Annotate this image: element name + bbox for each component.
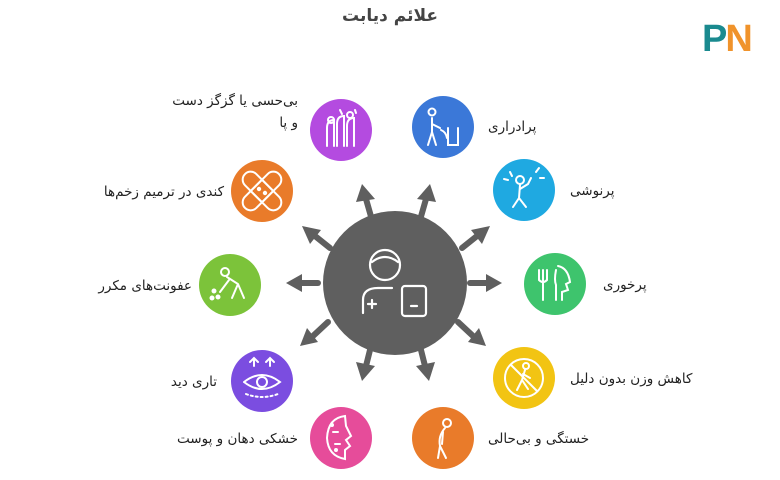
page-title: علائم دیابت: [341, 6, 439, 26]
bandage-icon: [241, 170, 283, 212]
label-fatigue: خستگی و بی‌حالی: [488, 431, 590, 447]
diabetic-person-icon: [361, 248, 428, 318]
eating-head-icon: [538, 265, 572, 301]
label-slow-healing: کندی در ترمیم زخم‌ها: [103, 184, 224, 200]
label-polyphagia: پرخوری: [603, 277, 647, 293]
blurred-eye-icon: [243, 356, 282, 398]
symptom-infections: [199, 254, 261, 316]
label-blurred-vision: تاری دید: [170, 374, 217, 390]
label-infections: عفونت‌های مکرر: [98, 278, 192, 294]
drinking-icon: [503, 167, 545, 208]
arrow-lower-right: [455, 319, 486, 346]
dry-face-icon: [325, 414, 353, 461]
arrow-top-right: [417, 184, 436, 223]
no-walking-icon: [504, 358, 544, 398]
symptom-blurred-vision: [231, 350, 293, 412]
label-polyuria: پرادراری: [488, 119, 537, 135]
symptom-polyuria: [412, 96, 474, 158]
symptom-polydipsia: [493, 159, 555, 221]
arrow-bottom-right: [416, 343, 435, 381]
symptom-polyphagia: [524, 253, 586, 315]
logo-letter-p: P: [702, 18, 727, 60]
label-dry-mouth: خشکی دهان و پوست: [177, 431, 298, 447]
center-hub: [323, 211, 467, 355]
label-weight-loss: کاهش وزن بدون دلیل: [570, 371, 693, 387]
arrow-left: [286, 274, 321, 292]
arrow-right: [467, 274, 502, 292]
urination-icon: [427, 107, 459, 146]
symptom-slow-healing: [231, 160, 293, 222]
logo-letter-n: N: [725, 18, 752, 60]
label-polydipsia: پرنوشی: [570, 183, 615, 199]
symptom-numbness: [310, 99, 372, 161]
symptom-weight-loss: [493, 347, 555, 409]
arrow-top-left: [356, 184, 375, 223]
symptom-dry-mouth: [310, 407, 372, 469]
tired-person-icon: [437, 418, 452, 459]
numb-hands-icon: [326, 109, 357, 147]
arrow-upper-right: [459, 226, 490, 251]
pn-logo: PN: [702, 18, 753, 61]
symptom-fatigue: [412, 407, 474, 469]
arrow-upper-left: [302, 226, 333, 251]
arrow-lower-left: [300, 319, 331, 346]
label-numbness: بی‌حسی یا گزگز دست و پا: [172, 93, 298, 131]
sick-person-icon: [209, 267, 245, 301]
